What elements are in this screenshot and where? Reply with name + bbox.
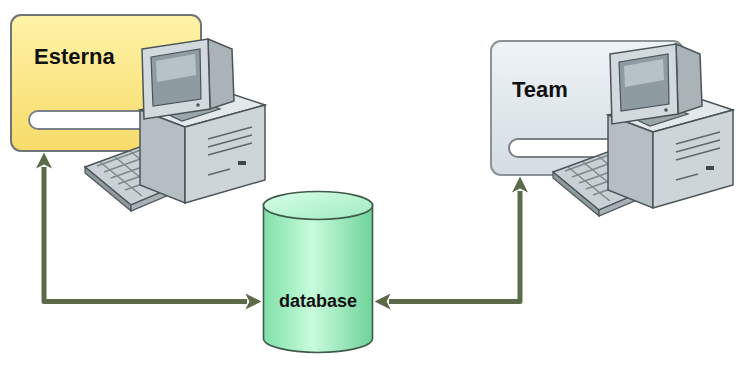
database-label: database [279,290,357,312]
window-title: Team [512,77,568,103]
window-title: Esterna [34,44,115,70]
computer-left [85,39,265,211]
data-link-arrow [389,191,520,302]
database-cylinder: database [262,190,374,354]
computer-right [553,44,733,216]
cylinder-outline [262,190,374,354]
input-bar [28,110,158,130]
